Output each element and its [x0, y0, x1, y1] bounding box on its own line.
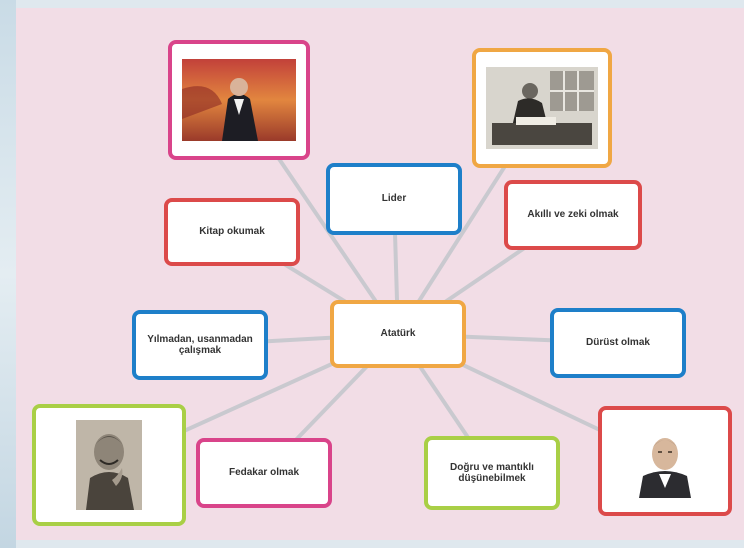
- node-akilli-ve-zeki: Akıllı ve zeki olmak: [504, 180, 642, 250]
- node-durust-olmak: Dürüst olmak: [550, 308, 686, 378]
- node-dogru-label: Doğru ve mantıklı düşünebilmek: [450, 461, 534, 485]
- left-edge-strip: [0, 0, 16, 548]
- node-center-ataturk: Atatürk: [330, 300, 466, 368]
- node-kitap-okumak: Kitap okumak: [164, 198, 300, 266]
- node-yilmadan-usanmadan: Yılmadan, usanmadan çalışmak: [132, 310, 268, 380]
- portrait-photo-icon: [182, 59, 296, 141]
- node-fedakar-label: Fedakar olmak: [228, 467, 300, 479]
- node-yilmadan-label: Yılmadan, usanmadan çalışmak: [147, 333, 253, 357]
- node-dogru-ve-mantikli: Doğru ve mantıklı düşünebilmek: [424, 436, 560, 510]
- center-label: Atatürk: [380, 328, 416, 340]
- photo-node-smiling: [32, 404, 186, 526]
- node-akilli-label: Akıllı ve zeki olmak: [527, 209, 619, 221]
- node-lider: Lider: [326, 163, 462, 235]
- node-durust-label: Dürüst olmak: [586, 337, 650, 349]
- photo-node-formal: [598, 406, 732, 516]
- photo-node-sunset: [168, 40, 310, 160]
- formal-portrait-icon: [635, 424, 695, 498]
- photo-node-desk: [472, 48, 612, 168]
- node-fedakar-olmak: Fedakar olmak: [196, 438, 332, 508]
- mind-map-canvas: Lider Akıllı ve zeki olmak Kitap okumak …: [16, 8, 744, 540]
- desk-photo-icon: [486, 67, 598, 149]
- smiling-portrait-icon: [76, 420, 142, 510]
- node-lider-label: Lider: [381, 193, 407, 205]
- node-kitap-label: Kitap okumak: [199, 226, 265, 238]
